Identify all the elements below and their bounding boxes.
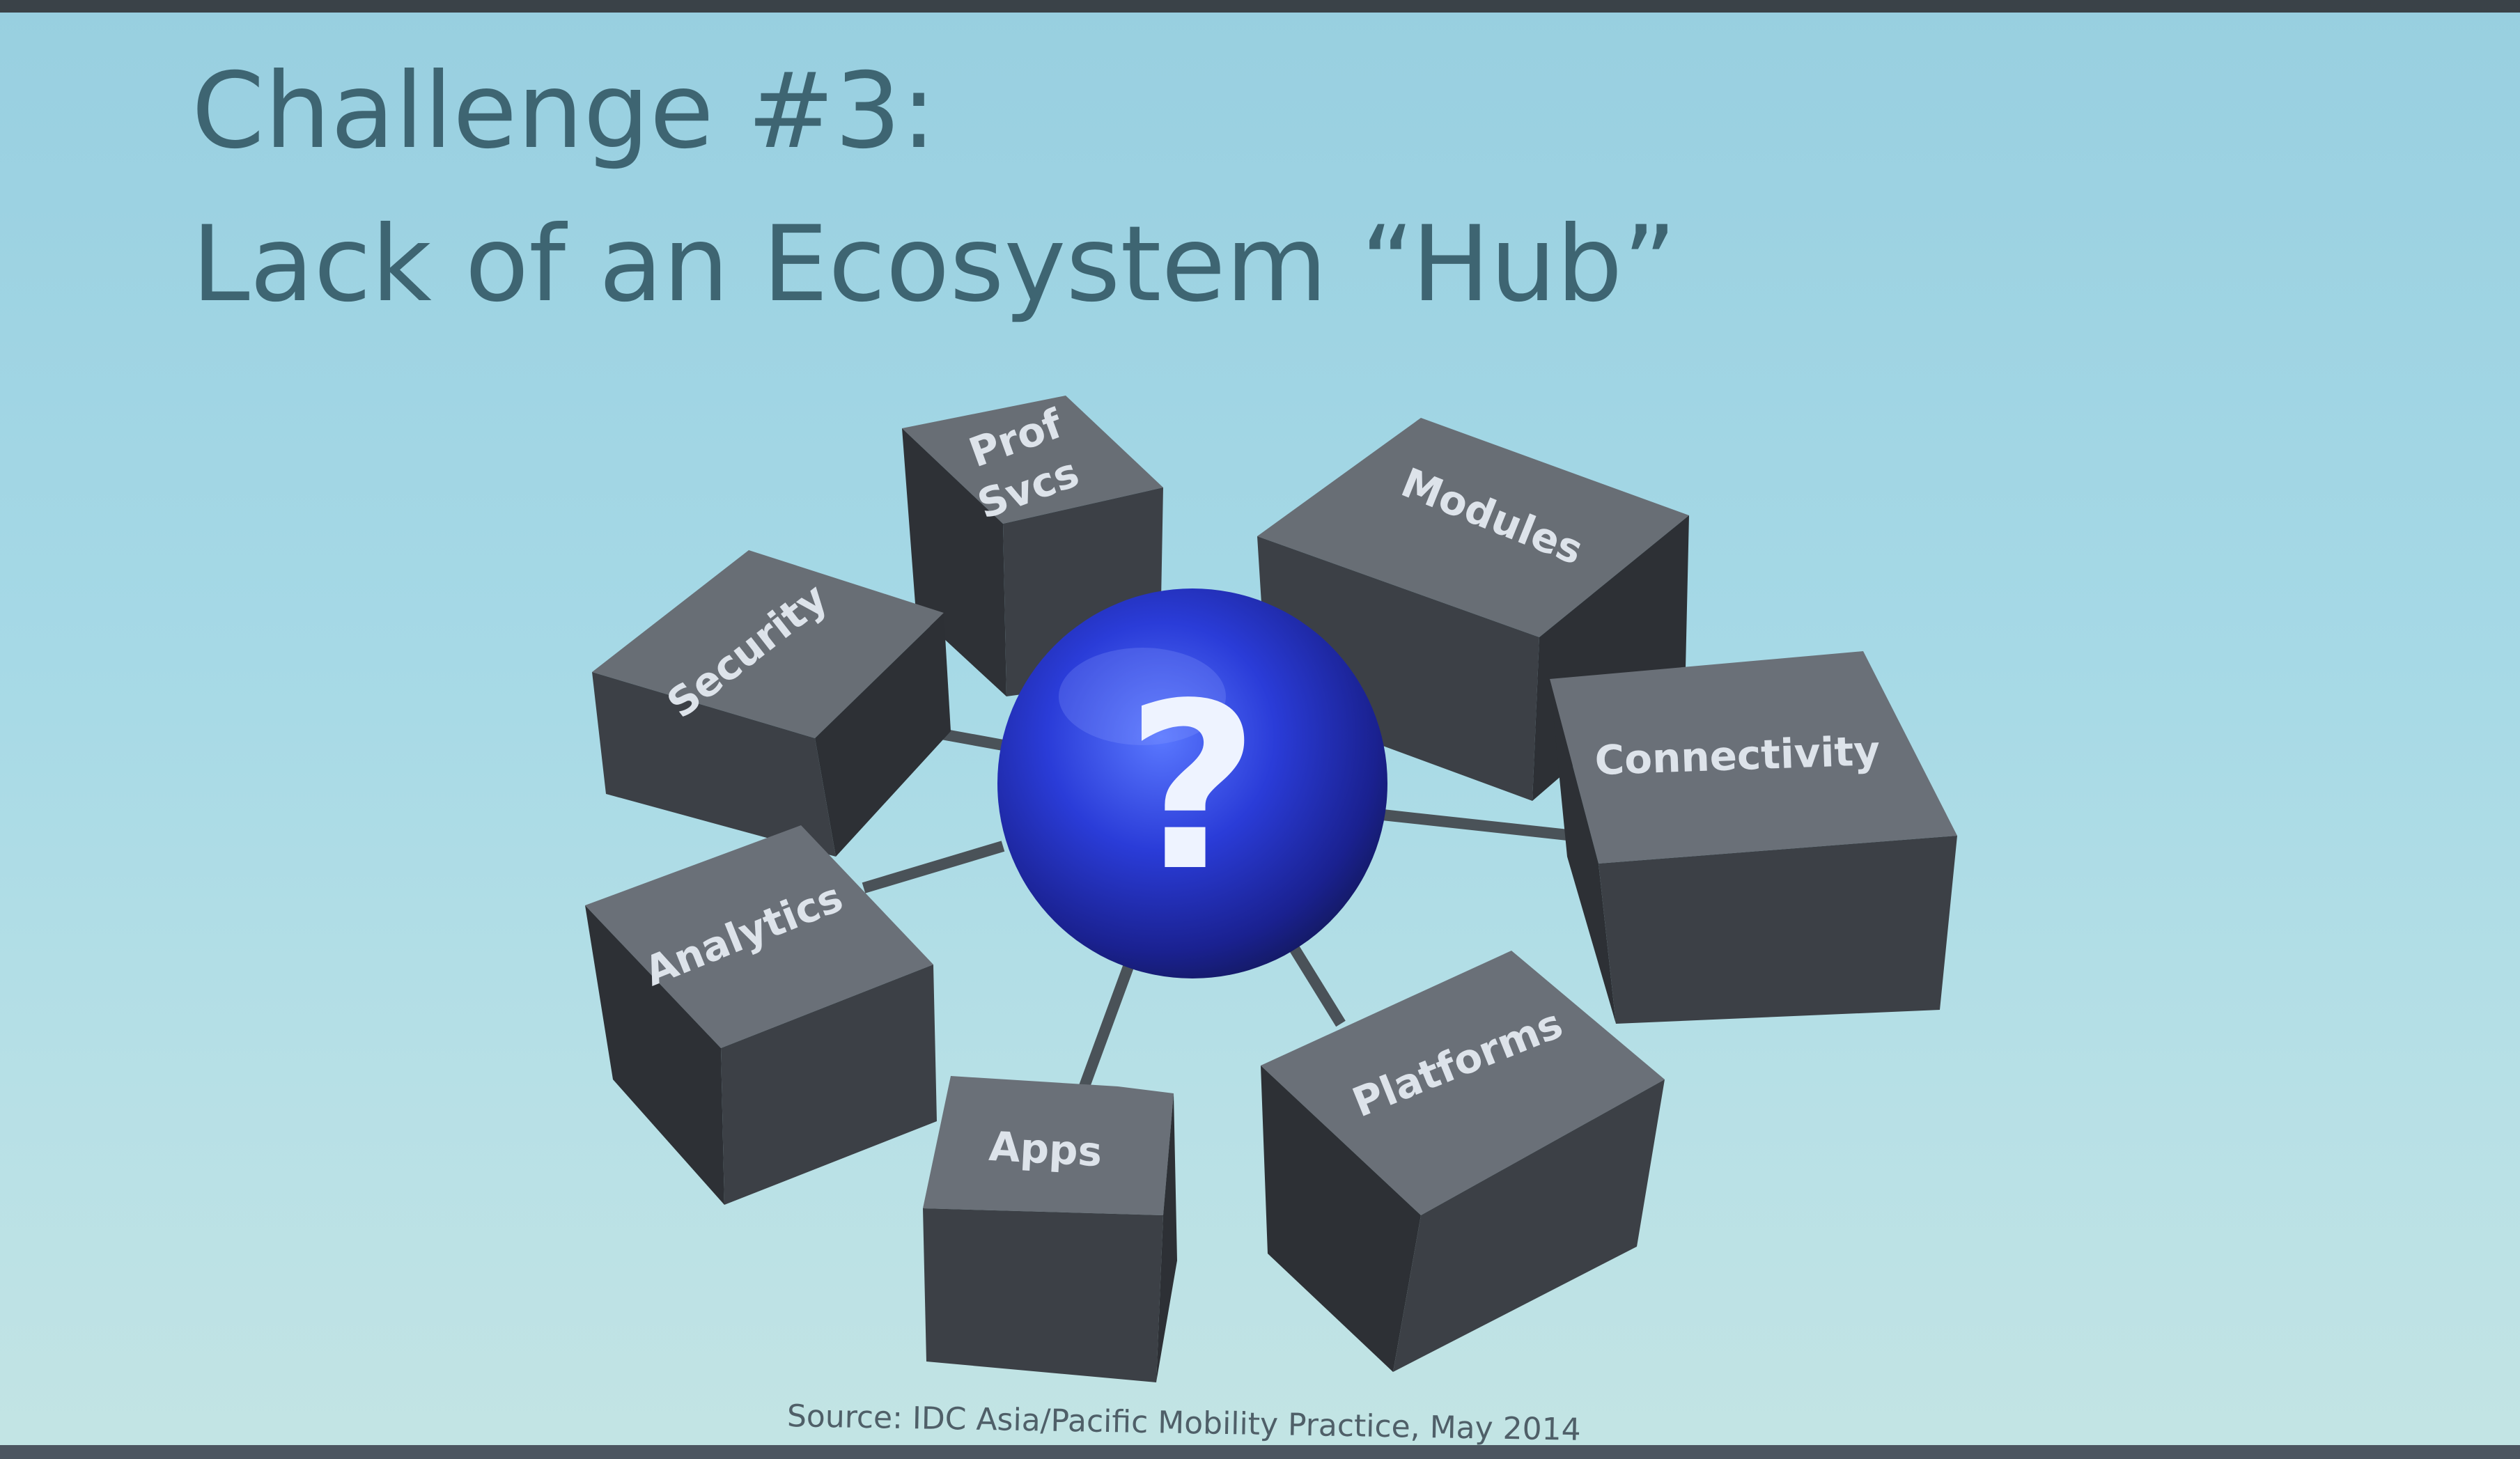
slide-top-edge [0, 0, 2520, 13]
title-line-1: Challenge #3: [192, 51, 937, 172]
box-platforms: Platforms [1261, 951, 1665, 1372]
hub: ? [997, 588, 1387, 978]
box-security: Security [592, 550, 951, 857]
slide-title: Challenge #3: Lack of an Ecosystem “Hub” [192, 35, 2002, 341]
hub-highlight [1059, 648, 1226, 745]
box-label-connectivity: Connectivity [1594, 727, 1881, 784]
hub-sphere [997, 588, 1387, 978]
box-apps: Apps [923, 1076, 1177, 1382]
hub-question-mark-icon: ? [1126, 654, 1259, 921]
title-line-2: Lack of an Ecosystem “Hub” [192, 204, 1677, 325]
box-connectivity: Connectivity [1550, 651, 1957, 1024]
box-analytics: Analytics [585, 825, 937, 1205]
spoke-analytics [862, 841, 1005, 894]
box-label-apps: Apps [988, 1123, 1103, 1176]
slide-bottom-edge [0, 1445, 2520, 1459]
spoke-connectivity [1382, 809, 1575, 841]
